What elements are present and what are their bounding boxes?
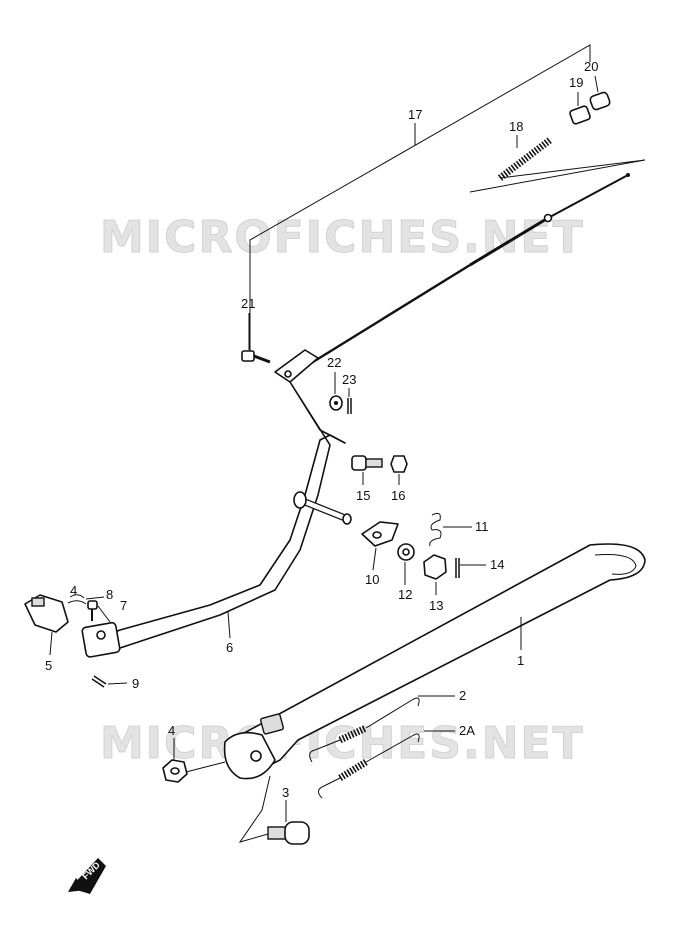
pin-23: [347, 398, 352, 414]
callout-12: 12: [398, 587, 412, 602]
spring-18: [497, 137, 553, 181]
washer-12: [397, 543, 415, 561]
side-stand-1: [223, 543, 646, 780]
cotter-pin-9: [91, 675, 107, 688]
callout-5: 5: [45, 658, 52, 673]
cap-20: [589, 91, 611, 111]
callout-9: 9: [132, 676, 139, 691]
plate-10: [361, 521, 399, 547]
callout-8: 8: [106, 587, 113, 602]
callout-20: 20: [584, 59, 598, 74]
callout-18: 18: [509, 119, 523, 134]
callout-15: 15: [356, 488, 370, 503]
spring-8: [67, 594, 87, 605]
callout-4-upper: 4: [70, 583, 77, 598]
callout-10: 10: [365, 572, 379, 587]
bolt-21: [241, 350, 271, 364]
callout-2a: 2A: [459, 723, 475, 738]
callout-22: 22: [327, 355, 341, 370]
cable-joint: [274, 349, 319, 383]
callout-19: 19: [569, 75, 583, 90]
washer-22: [329, 395, 343, 411]
nut-19: [569, 105, 591, 125]
callout-17: 17: [408, 107, 422, 122]
callout-3: 3: [282, 785, 289, 800]
callout-13: 13: [429, 598, 443, 613]
callout-21: 21: [241, 296, 255, 311]
spring-2: [309, 697, 420, 763]
nut-16: [390, 455, 408, 473]
watermark-bottom: MICROFICHES.NET: [100, 718, 585, 769]
pin-7: [87, 600, 98, 621]
callout-2: 2: [459, 688, 466, 703]
callout-6: 6: [226, 640, 233, 655]
brake-cable: [299, 173, 630, 372]
nut-4: [162, 759, 188, 783]
callout-14: 14: [490, 557, 504, 572]
callout-16: 16: [391, 488, 405, 503]
nut-13: [423, 554, 447, 580]
callout-7: 7: [120, 598, 127, 613]
callout-1: 1: [517, 653, 524, 668]
callout-23: 23: [342, 372, 356, 387]
spring-2a: [318, 733, 420, 799]
callout-11: 11: [475, 519, 489, 534]
watermark-top: MICROFICHES.NET: [100, 212, 585, 263]
brake-pedal-6: [81, 381, 352, 658]
leader-lines: [49, 75, 599, 843]
bolt-3: [267, 821, 310, 845]
bolt-15: [351, 455, 383, 471]
fwd-arrow-icon: FWD: [68, 858, 106, 894]
callout-4-lower: 4: [168, 723, 175, 738]
assembly-17-frame: [249, 44, 646, 357]
pin-14: [455, 558, 460, 578]
spring-11: [429, 512, 442, 547]
bracket-5: [24, 594, 69, 633]
callout-labels: 1 2 2A 3 4 4 5 6 7 8 9 10 11 12 13 14 15…: [45, 59, 598, 800]
